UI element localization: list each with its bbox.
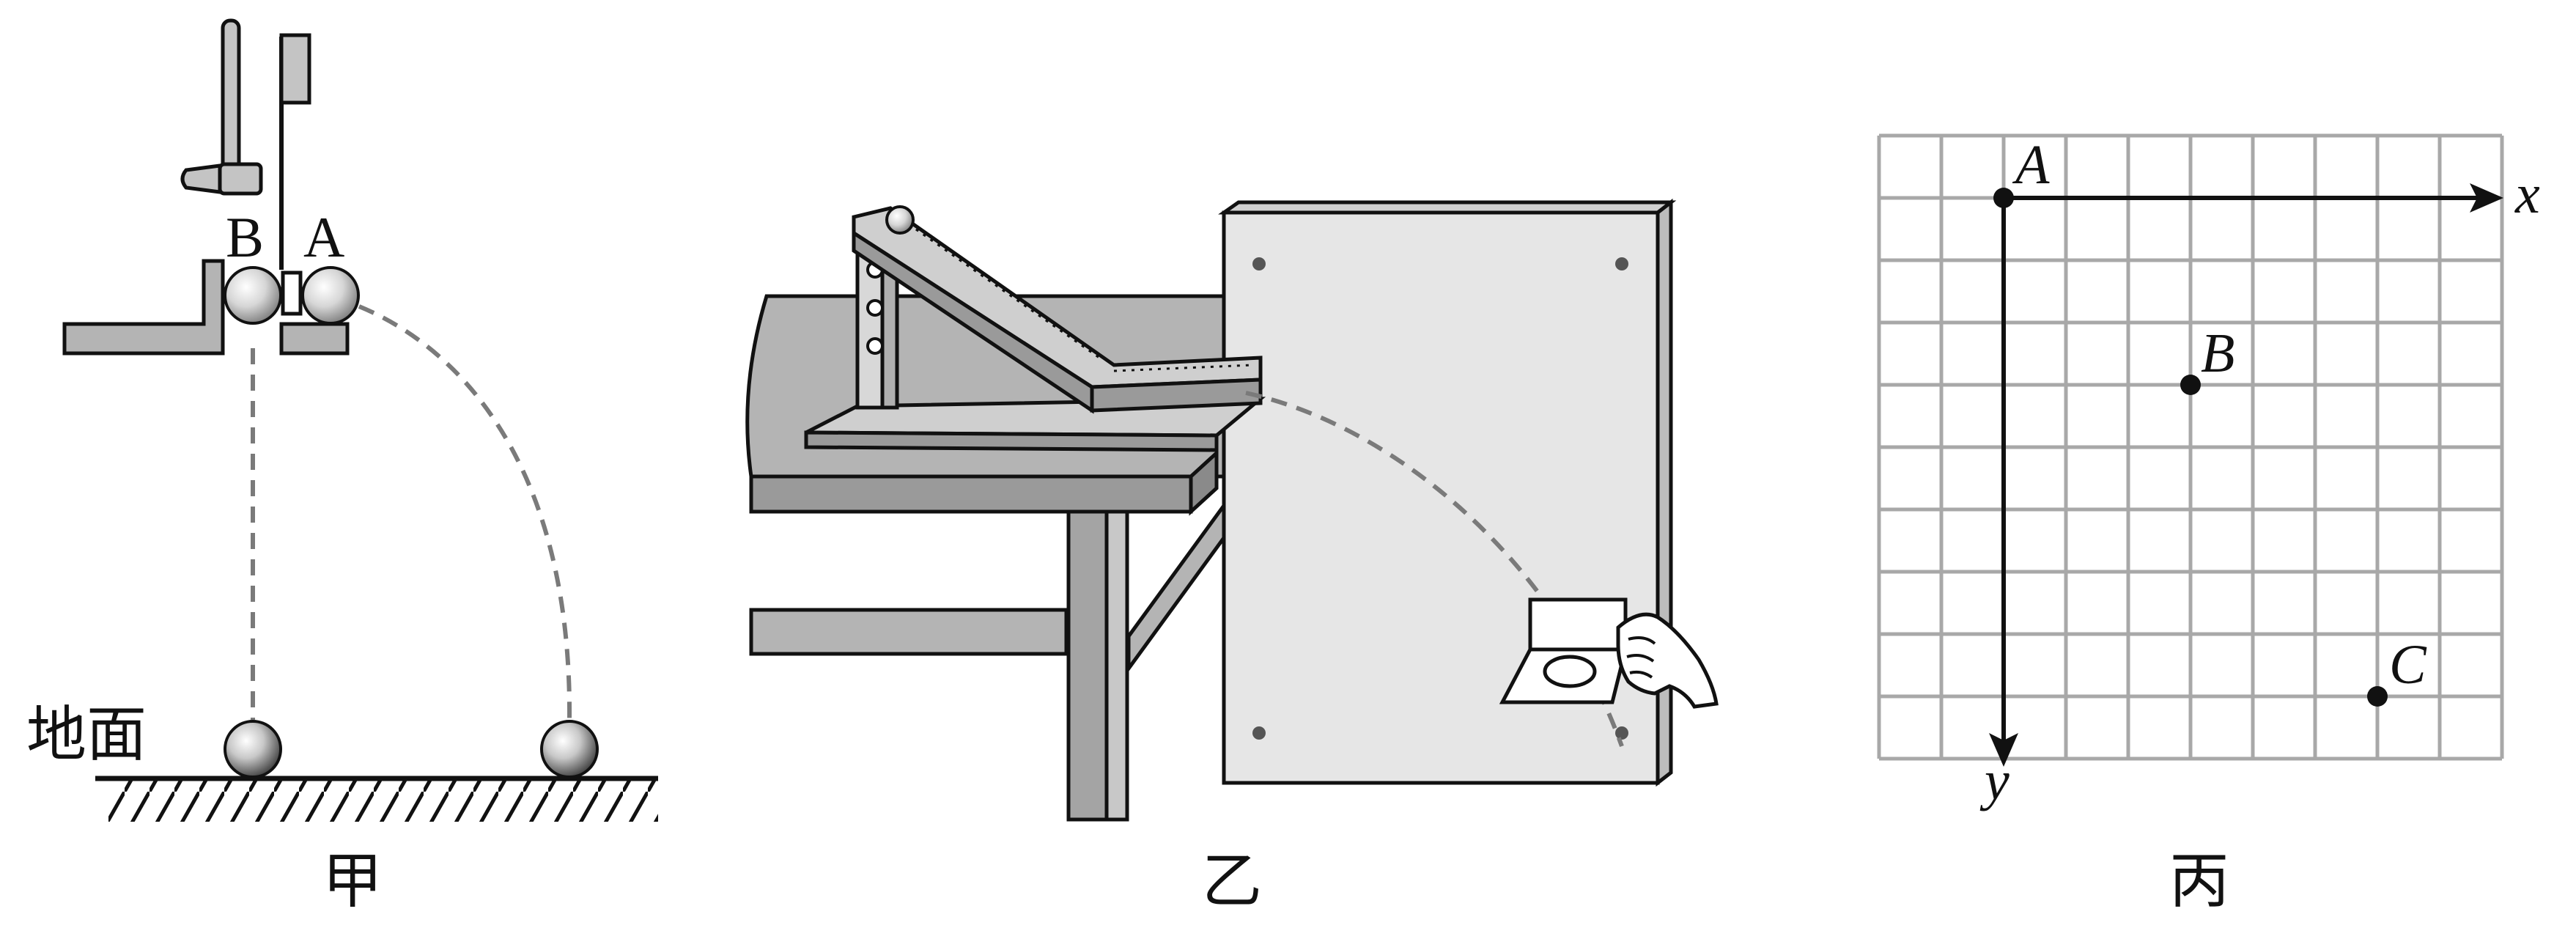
ball-b-start bbox=[224, 266, 282, 325]
caption-bing: 丙 bbox=[2169, 847, 2229, 916]
x-axis-label: x bbox=[2514, 163, 2540, 225]
caption-yi: 乙 bbox=[1202, 847, 1262, 916]
point-b-label: B bbox=[2201, 323, 2234, 384]
point-b bbox=[2180, 375, 2201, 395]
y-axis-label: y bbox=[1979, 750, 2009, 811]
caption-jia: 甲 bbox=[322, 847, 383, 916]
ball-a-start bbox=[301, 266, 360, 325]
ground bbox=[95, 776, 658, 822]
panel-jia: B A 地面 甲 bbox=[26, 18, 658, 916]
catcher-card bbox=[1499, 597, 1628, 704]
ball-a-landed bbox=[540, 720, 599, 778]
panel-bing: x y A B C 丙 bbox=[1877, 133, 2540, 916]
point-a-label: A bbox=[2012, 134, 2050, 196]
hammer-icon bbox=[180, 18, 263, 196]
ball-b-landed bbox=[224, 720, 282, 778]
y-axis bbox=[1989, 198, 2018, 767]
ground-label: 地面 bbox=[26, 700, 147, 770]
point-c bbox=[2367, 686, 2388, 707]
coordinate-grid bbox=[1877, 133, 2504, 761]
ball-a-projectile-path bbox=[358, 304, 572, 721]
panel-yi: 乙 bbox=[745, 198, 1719, 916]
release-rod bbox=[279, 33, 311, 270]
point-c-label: C bbox=[2389, 634, 2427, 696]
trajectory-points bbox=[1993, 188, 2388, 707]
ball-b-label: B bbox=[226, 205, 264, 269]
launcher-ramp bbox=[804, 205, 1266, 452]
ball-a-label: A bbox=[303, 205, 344, 269]
launcher-base bbox=[62, 259, 350, 356]
x-axis bbox=[2004, 183, 2503, 213]
hand-icon bbox=[1616, 612, 1719, 709]
point-a bbox=[1993, 188, 2014, 208]
